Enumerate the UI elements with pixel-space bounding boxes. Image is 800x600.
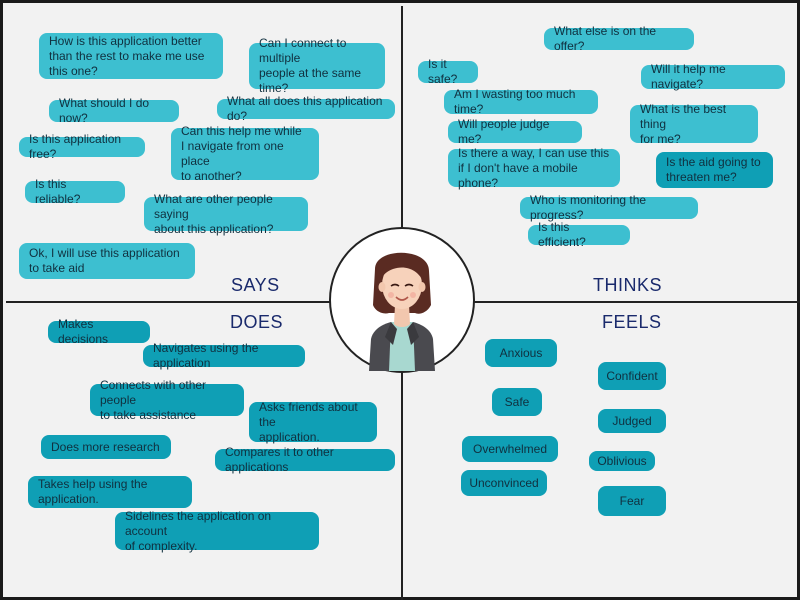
says-note: What are other people saying about this … xyxy=(144,192,308,236)
feels-label: FEELS xyxy=(602,312,662,332)
feels-note: Confident xyxy=(598,362,666,390)
feels-note: Oblivious xyxy=(589,451,655,471)
feels-note: Overwhelmed xyxy=(462,436,558,462)
does-note: Takes help using the application. xyxy=(28,476,192,508)
persona-circle xyxy=(329,227,475,373)
says-note: What should I do now? xyxy=(49,96,179,125)
says-note: Is this reliable? xyxy=(25,177,125,206)
says-note: Can I connect to multiple people at the … xyxy=(249,36,385,95)
feels-note: Safe xyxy=(492,388,542,416)
says-note: Can this help me while I navigate from o… xyxy=(171,124,319,183)
says-note: What all does this application do? xyxy=(217,94,395,123)
does-note: Connects with other people to take assis… xyxy=(90,378,244,422)
does-note: Makes decisions xyxy=(48,317,150,346)
thinks-note: Am I wasting too much time? xyxy=(444,87,598,116)
does-note: Navigates using the application xyxy=(143,341,305,370)
thinks-note: Is there a way, I can use this if I don'… xyxy=(448,146,620,190)
says-note: How is this application better than the … xyxy=(39,33,223,79)
woman-avatar-icon xyxy=(369,252,435,371)
does-note: Asks friends about the application. xyxy=(249,400,377,444)
feels-note: Unconvinced xyxy=(461,470,547,496)
says-note: Is this application free? xyxy=(19,132,145,161)
thinks-note: What else is on the offer? xyxy=(544,24,694,53)
does-label: DOES xyxy=(230,312,284,332)
feels-note: Judged xyxy=(598,409,666,433)
does-note: Does more research xyxy=(41,435,171,459)
thinks-note: Is this efficient? xyxy=(528,220,630,249)
thinks-note: Is it safe? xyxy=(418,57,478,86)
thinks-note: Will people judge me? xyxy=(448,117,582,146)
thinks-note: Is the aid going to threaten me? xyxy=(656,152,773,188)
feels-note: Anxious xyxy=(485,339,557,367)
says-note: Ok, I will use this application to take … xyxy=(19,243,195,279)
thinks-label: THINKS xyxy=(593,275,663,295)
thinks-note: Who is monitoring the progress? xyxy=(520,193,698,222)
thinks-note: Will it help me navigate? xyxy=(641,62,785,91)
feels-note: Fear xyxy=(598,486,666,516)
thinks-note: What is the best thing for me? xyxy=(630,102,758,146)
says-label: SAYS xyxy=(231,275,280,295)
does-note: Sidelines the application on account of … xyxy=(115,509,319,553)
does-note: Compares it to other applications xyxy=(215,445,395,474)
